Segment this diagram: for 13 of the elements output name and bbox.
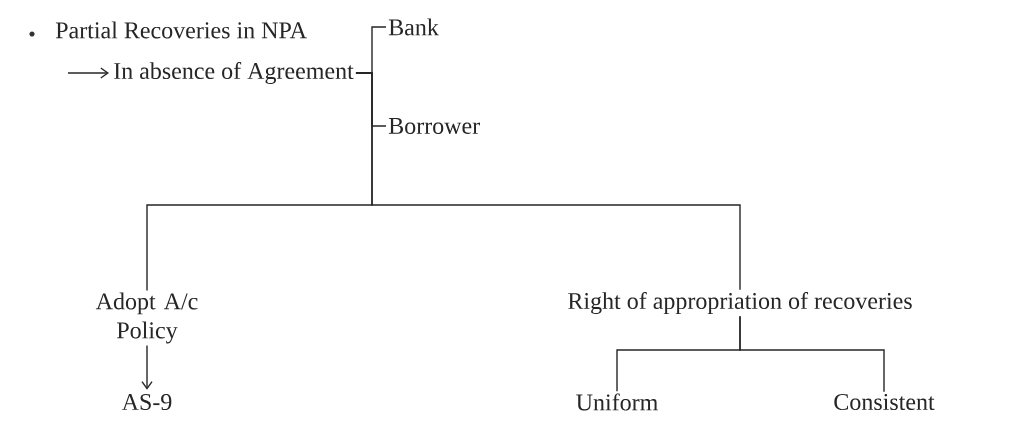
- branch-text: AS-9: [121, 393, 172, 411]
- branch-text: Bank: [388, 18, 439, 36]
- connector: [739, 315, 885, 393]
- branch-text: Borrower: [388, 118, 480, 134]
- branch-text: Adopt A/c Policy: [95, 292, 198, 344]
- heading-text: Partial Recoveries in NPA: [55, 21, 307, 39]
- connector: [355, 72, 741, 291]
- branch-text: Consistent: [834, 393, 935, 411]
- branch-text: In absence of Agreement: [114, 61, 354, 85]
- branch-text: Uniform: [576, 393, 658, 411]
- connector: [67, 67, 109, 79]
- connector: [141, 344, 153, 390]
- branch-text: Right of appropriation of recoveries: [568, 291, 912, 315]
